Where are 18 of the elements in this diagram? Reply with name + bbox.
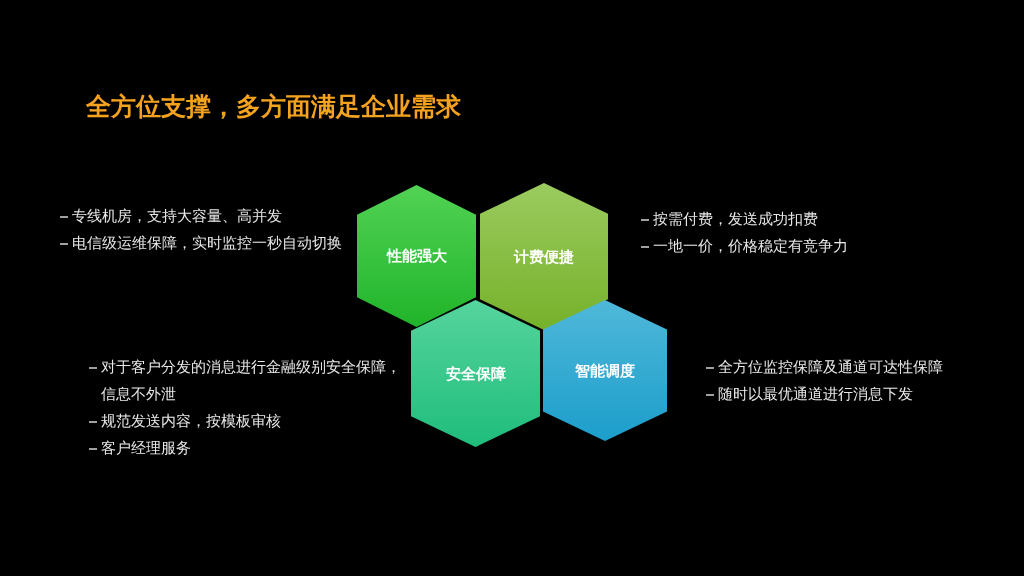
bullet-text: 全方位监控保障及通道可达性保障 — [718, 357, 943, 378]
bullet-text: 规范发送内容，按模板审核 — [101, 411, 281, 432]
bullet-text: 对于客户分发的消息进行金融级别安全保障，信息不外泄 — [101, 357, 402, 405]
hexagon-tile — [411, 300, 540, 447]
bullet-text: 专线机房，支持大容量、高并发 — [72, 206, 282, 227]
bullet-text: 客户经理服务 — [101, 438, 191, 459]
bullet-text: 按需付费，发送成功扣费 — [653, 209, 818, 230]
hexagon-label: 性能强大 — [386, 246, 447, 266]
hexagon-tile — [480, 183, 608, 330]
hexagon-tile — [357, 185, 476, 327]
hexagon-label: 计费便捷 — [514, 246, 574, 267]
bullet-text: 电信级运维保障，实时监控一秒自动切换 — [72, 233, 342, 254]
bullet-text: 随时以最优通道进行消息下发 — [718, 384, 913, 405]
slide-title: 全方位支撑，多方面满足企业需求 — [86, 91, 461, 123]
hexagon-label: 智能调度 — [575, 360, 635, 381]
hexagon-label: 安全保障 — [445, 363, 506, 384]
bullet-text: 一地一价，价格稳定有竞争力 — [653, 236, 848, 257]
hexagon-tile — [543, 300, 667, 441]
